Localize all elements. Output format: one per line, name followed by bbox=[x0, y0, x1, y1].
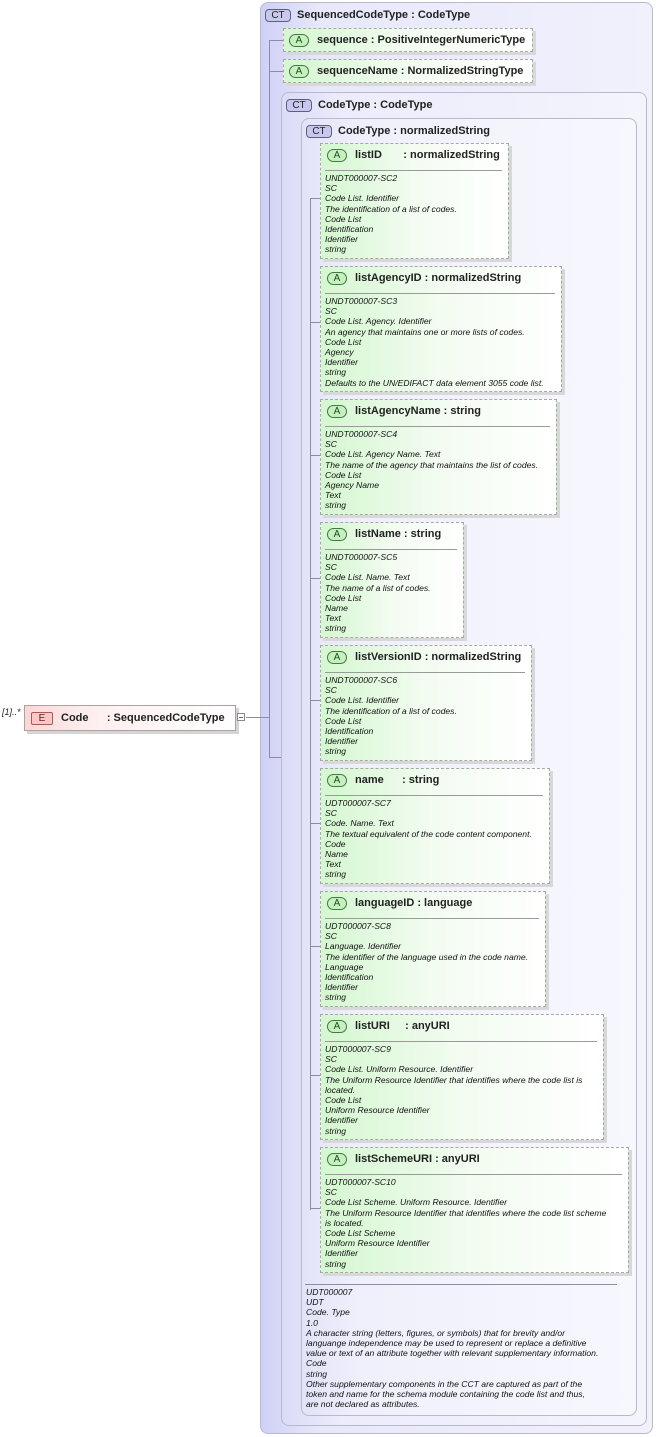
attribute-icon: A bbox=[289, 64, 309, 78]
connector-attr bbox=[310, 1075, 320, 1076]
attribute-icon: A bbox=[327, 896, 347, 910]
divider bbox=[325, 426, 550, 427]
attribute-list-id[interactable]: A listID : normalizedString UNDT000007-S… bbox=[320, 143, 509, 259]
attribute-icon: A bbox=[327, 1152, 347, 1166]
divider bbox=[325, 1174, 622, 1175]
connector-attr bbox=[310, 578, 320, 579]
divider bbox=[305, 1284, 617, 1285]
attribute-icon: A bbox=[327, 527, 347, 541]
connector-attr bbox=[310, 946, 320, 947]
connector-sequence bbox=[269, 40, 283, 41]
attribute-sequence-name[interactable]: A sequenceName : NormalizedStringType bbox=[283, 59, 533, 83]
code-type-outer-header: CT CodeType : CodeType bbox=[286, 96, 433, 114]
connector-attr bbox=[310, 823, 320, 824]
divider bbox=[325, 1041, 597, 1042]
occurrence-label: [1]..* bbox=[2, 707, 21, 717]
element-code[interactable]: E Code : SequencedCodeType bbox=[24, 705, 236, 731]
attribute-label: name : string bbox=[355, 774, 440, 786]
attribute-label: sequence : PositiveIntegerNumericType bbox=[317, 34, 526, 46]
divider bbox=[325, 293, 555, 294]
connector-element-to-type bbox=[246, 717, 270, 718]
attribute-icon: A bbox=[327, 1019, 347, 1033]
attribute-label: listAgencyID : normalizedString bbox=[355, 272, 522, 284]
attribute-icon: A bbox=[327, 271, 347, 285]
divider bbox=[325, 918, 539, 919]
attribute-label: listVersionID : normalizedString bbox=[355, 651, 522, 663]
divider bbox=[325, 672, 525, 673]
connector-attr bbox=[310, 198, 320, 199]
complex-type-icon: CT bbox=[265, 8, 291, 22]
divider bbox=[325, 549, 457, 550]
connector-sequence-name bbox=[269, 71, 283, 72]
attribute-icon: A bbox=[327, 650, 347, 664]
collapse-toggle-icon[interactable] bbox=[237, 713, 245, 721]
attribute-sequence[interactable]: A sequence : PositiveIntegerNumericType bbox=[283, 28, 533, 52]
attribute-label: listID : normalizedString bbox=[355, 149, 500, 161]
connector-attributes-vertical bbox=[310, 198, 311, 1210]
attribute-list-version-id[interactable]: A listVersionID : normalizedString UNDT0… bbox=[320, 645, 532, 761]
connector-seq-vertical bbox=[269, 40, 270, 758]
connector-attr bbox=[310, 1208, 320, 1209]
complex-type-icon: CT bbox=[286, 98, 312, 112]
code-type-inner-title: CodeType : normalizedString bbox=[338, 125, 490, 137]
divider bbox=[325, 795, 543, 796]
sequenced-code-type-title: SequencedCodeType : CodeType bbox=[297, 9, 471, 21]
attribute-label: listName : string bbox=[355, 528, 442, 540]
attribute-label: listAgencyName : string bbox=[355, 405, 481, 417]
attribute-list-agency-name[interactable]: A listAgencyName : string UNDT000007-SC4… bbox=[320, 399, 557, 515]
connector-attr bbox=[310, 700, 320, 701]
attribute-label: languageID : language bbox=[355, 897, 473, 909]
connector-attr bbox=[310, 455, 320, 456]
attribute-icon: A bbox=[289, 33, 309, 47]
attribute-label: sequenceName : NormalizedStringType bbox=[317, 65, 524, 77]
connector-attr bbox=[310, 322, 320, 323]
attribute-icon: A bbox=[327, 148, 347, 162]
code-type-inner-header: CT CodeType : normalizedString bbox=[306, 122, 490, 140]
divider bbox=[325, 170, 502, 171]
attribute-label: listSchemeURI : anyURI bbox=[355, 1153, 480, 1165]
element-icon: E bbox=[31, 711, 53, 725]
sequenced-code-type-header: CT SequencedCodeType : CodeType bbox=[265, 6, 470, 24]
attribute-icon: A bbox=[327, 773, 347, 787]
element-label: Code : SequencedCodeType bbox=[61, 712, 225, 724]
connector-seq-bottom bbox=[269, 757, 281, 758]
code-type-outer-title: CodeType : CodeType bbox=[318, 99, 433, 111]
attribute-icon: A bbox=[327, 404, 347, 418]
attribute-list-agency-id[interactable]: A listAgencyID : normalizedString UNDT00… bbox=[320, 266, 562, 392]
complex-type-icon: CT bbox=[306, 124, 332, 138]
attribute-label: listURI : anyURI bbox=[355, 1020, 450, 1032]
